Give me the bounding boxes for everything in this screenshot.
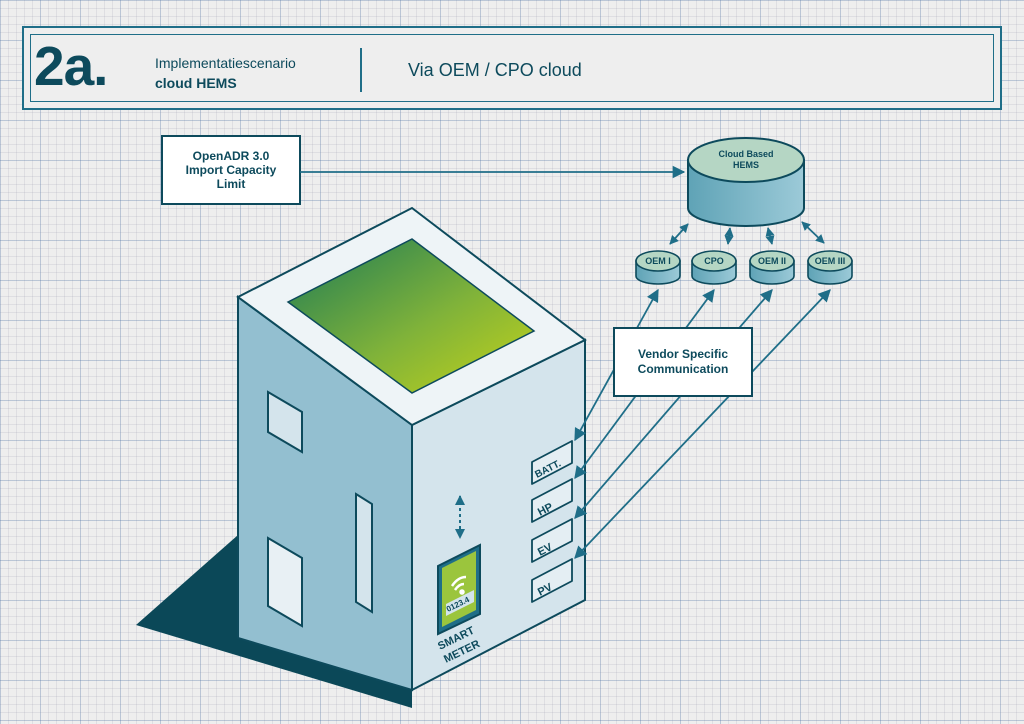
oem3-node: OEM III <box>807 250 853 285</box>
scenario-number: 2a. <box>34 35 108 97</box>
openadr-line2: Import Capacity <box>186 163 277 177</box>
vendor-specific-line2: Communication <box>638 362 729 376</box>
vendor-specific-box <box>613 327 753 397</box>
smart-meter-display-bg <box>446 590 474 616</box>
cloud-hems-line1: Cloud Based <box>718 149 773 159</box>
arrow-hems-cpo <box>724 227 734 245</box>
openadr-box <box>161 135 301 205</box>
openadr-line1: OpenADR 3.0 <box>193 149 270 163</box>
oem1-label: OEM I <box>645 256 671 266</box>
device-badge-pv: PV <box>531 558 573 603</box>
header-frame <box>22 26 1002 110</box>
route-title: Via OEM / CPO cloud <box>408 60 582 80</box>
oem1-node: OEM I <box>635 250 681 285</box>
device-badge-ev: EV <box>531 518 573 563</box>
header-divider <box>360 48 362 92</box>
house-window-tall <box>355 492 373 614</box>
arrow-hems-oem1 <box>669 223 689 245</box>
oem2-label: OEM II <box>758 256 786 266</box>
arrow-ev-to-oem2 <box>574 289 773 519</box>
oem2-node: OEM II <box>749 250 795 285</box>
header-inner-frame <box>30 34 994 102</box>
house-window-upper <box>267 390 303 454</box>
cpo-label: CPO <box>704 256 724 266</box>
cloud-hems-line2: HEMS <box>733 160 759 170</box>
house-shadow <box>136 535 412 708</box>
wifi-icon <box>450 575 467 595</box>
vendor-specific-line1: Vendor Specific <box>638 347 728 361</box>
oem3-label: OEM III <box>815 256 846 266</box>
cloud-hems-cylinder: Cloud Based HEMS <box>687 137 805 227</box>
arrow-hems-oem2 <box>765 227 775 245</box>
cpo-node: CPO <box>691 250 737 285</box>
green-roof-panel <box>286 238 536 394</box>
scenario-name: cloud HEMS <box>155 75 237 91</box>
openadr-line3: Limit <box>217 177 246 191</box>
house-door <box>267 536 303 628</box>
arrow-hems-oem3 <box>801 221 825 244</box>
arrow-pv-to-oem3 <box>574 289 831 559</box>
scenario-label: Implementatiescenario <box>155 55 296 71</box>
